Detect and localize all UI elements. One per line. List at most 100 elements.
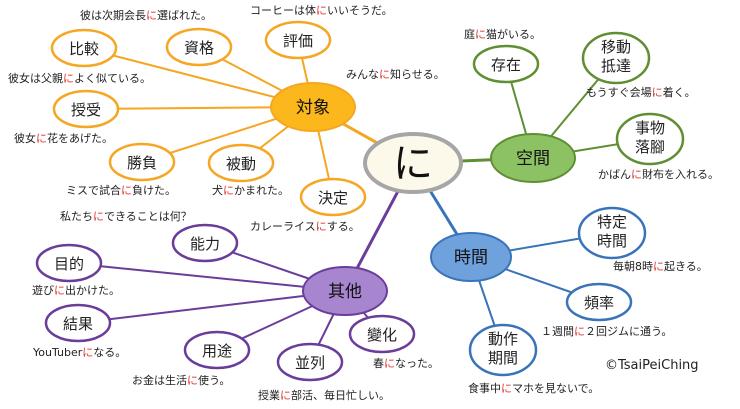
leaf-tokutei-label-line2: 時間 (597, 232, 627, 250)
example-shoubu: ミスで試合に負けた。 (66, 183, 176, 197)
example-shikaku: 彼は次期会長に選ばれた。 (80, 8, 212, 22)
example-juju: 彼女に花をあげた。 (14, 131, 113, 145)
leaf-nouryoku-label: 能力 (190, 235, 220, 253)
example-dousa: 食事中にマホを見ないで。 (468, 381, 599, 395)
leaf-shikaku-bubble (165, 27, 233, 67)
example-hidou: 犬にかまれた。 (212, 183, 289, 197)
credit-text: ©TsaiPeiChing (605, 358, 699, 373)
example-henka: 春になった。 (373, 357, 439, 370)
leaf-idou-label-line2: 抵達 (601, 57, 631, 75)
leaf-sonzai-label: 存在 (491, 56, 521, 74)
leaf-heiretsu: 並列 (276, 342, 344, 382)
leaf-henka-label: 變化 (367, 326, 397, 344)
example-sonzai: 庭に猫がいる。 (464, 27, 541, 41)
leaf-idou-label-line1: 移動 (601, 38, 631, 56)
leaf-kekka-bubble (44, 303, 112, 343)
hub-space-label: 空間 (516, 149, 550, 169)
leaf-shoubu-label: 勝負 (127, 154, 157, 172)
hub-target-label: 対象 (296, 98, 330, 118)
example-hindo: １週間に２回ジムに通う。 (541, 325, 672, 338)
leaf-shoubu: 勝負 (108, 142, 176, 182)
leaf-hikaku: 比較 (50, 28, 118, 68)
leaf-hyouka-bubble (264, 20, 332, 60)
example-nouryoku: 私たちにできることは何？ (60, 210, 192, 223)
hub-time-bubble (430, 232, 512, 282)
leaf-youto: 用途 (183, 330, 251, 370)
leaf-heiretsu-bubble (276, 342, 344, 382)
leaf-mokuteki: 目的 (35, 243, 103, 283)
example-youto: お金は生活に使う。 (132, 373, 230, 387)
example-kekka: YouTuberになる。 (32, 346, 126, 359)
leaf-hidou-bubble (207, 143, 275, 183)
leaf-henka-bubble (348, 314, 416, 354)
leaf-dousa-bubble (468, 323, 538, 377)
hub-other-label: 其他 (328, 282, 362, 302)
example-jibutsu: かばんに財布を入れる。 (598, 167, 719, 181)
leaf-hidou-label: 被動 (226, 155, 256, 173)
center-label: に (393, 141, 433, 187)
edge-other-kekka (77, 290, 346, 324)
leaf-dousa-label-line2: 期間 (488, 349, 518, 367)
leaf-jibutsu-bubble (615, 112, 685, 166)
edge-other-mokuteki (68, 262, 346, 292)
hub-time-label: 時間 (454, 248, 488, 268)
leaf-juju-bubble (52, 89, 120, 129)
hub-time: 時間 (430, 232, 512, 282)
leaf-youto-label: 用途 (202, 342, 232, 360)
leaf-shoubu-bubble (108, 142, 176, 182)
hub-other: 其他 (302, 266, 388, 316)
leaf-kettei-bubble (299, 177, 367, 217)
leaf-kettei: 決定 (299, 177, 367, 217)
leaf-hyouka: 評価 (264, 20, 332, 60)
leaf-juju-label: 授受 (71, 101, 101, 119)
leaf-hikaku-label: 比較 (69, 40, 99, 58)
leaf-jibutsu-label-line1: 事物 (635, 119, 665, 137)
example-heiretsu: 授業に部活、毎日忙しい。 (258, 388, 390, 402)
hub-target-bubble (270, 82, 356, 132)
hub-other-bubble (302, 266, 388, 316)
example-taishou: みんなに知らせる。 (346, 67, 445, 81)
leaf-idou: 移動 抵達 (581, 31, 651, 85)
center-node: に (363, 132, 463, 194)
hub-space: 空間 (490, 133, 576, 183)
center-bubble (363, 132, 463, 194)
leaf-sonzai-bubble (472, 44, 540, 84)
leaf-idou-bubble (581, 31, 651, 85)
leaf-hindo: 頻率 (565, 282, 633, 322)
leaf-nouryoku: 能力 (171, 223, 239, 263)
leaf-kekka-label: 結果 (63, 315, 93, 333)
example-idou: もうすぐ会場に着く。 (586, 85, 696, 99)
leaf-sonzai: 存在 (472, 44, 540, 84)
leaf-henka: 變化 (348, 314, 416, 354)
leaf-dousa-label-line1: 動作 (488, 330, 518, 348)
leaf-kettei-label: 決定 (318, 189, 348, 207)
example-tokutei: 毎朝8時に起きる。 (613, 260, 708, 273)
leaf-tokutei-bubble (577, 206, 647, 260)
leaf-kekka: 結果 (44, 303, 112, 343)
leaf-mokuteki-label: 目的 (54, 255, 84, 273)
example-hikaku: 彼女は父親によく似ている。 (8, 71, 151, 85)
leaf-mokuteki-bubble (35, 243, 103, 283)
leaf-juju: 授受 (52, 89, 120, 129)
example-mokuteki: 遊びに出かけた。 (32, 283, 120, 297)
leaf-jibutsu-label-line2: 落腳 (635, 138, 665, 156)
leaf-shikaku: 資格 (165, 27, 233, 67)
example-kettei: カレーライスにする。 (250, 220, 360, 233)
leaf-hyouka-label: 評価 (283, 32, 313, 50)
hub-space-bubble (490, 133, 576, 183)
leaf-jibutsu: 事物 落腳 (615, 112, 685, 166)
leaf-hikaku-bubble (50, 28, 118, 68)
leaf-heiretsu-label: 並列 (295, 354, 325, 372)
leaf-tokutei: 特定 時間 (577, 206, 647, 260)
leaf-shikaku-label: 資格 (184, 39, 214, 57)
leaf-hindo-label: 頻率 (584, 294, 614, 312)
leaf-nouryoku-bubble (171, 223, 239, 263)
leaf-hidou: 被動 (207, 143, 275, 183)
example-hyouka: コーヒーは体にいいそうだ。 (250, 3, 393, 17)
leaf-youto-bubble (183, 330, 251, 370)
hub-target: 対象 (270, 82, 356, 132)
leaf-hindo-bubble (565, 282, 633, 322)
leaf-tokutei-label-line1: 特定 (597, 213, 627, 231)
leaf-dousa: 動作 期間 (468, 323, 538, 377)
